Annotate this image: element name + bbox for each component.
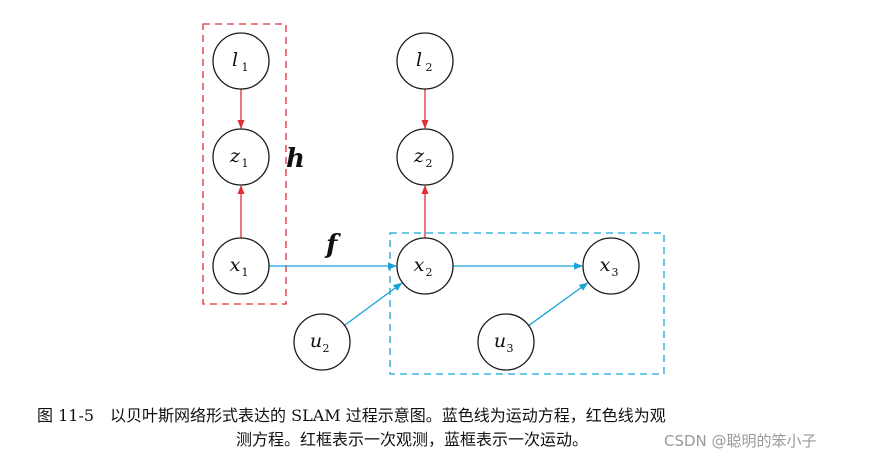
observation-frame-red [202,23,287,305]
node-circle-x2 [396,237,454,295]
observation-function-label: h [286,144,305,174]
node-label-z1: z [229,145,241,167]
node-subscript-u3: 3 [507,342,514,355]
node-subscript-x1: 1 [242,266,249,279]
node-circle-l1 [212,32,270,90]
node-subscript-l2: 2 [426,61,433,74]
node-subscript-l1: 1 [242,61,249,74]
node-circle-x1 [212,237,270,295]
node-subscript-z2: 2 [426,157,433,170]
node-label-u3: u [494,330,506,352]
node-label-l1: l [232,49,238,71]
node-label-u2: u [310,330,322,352]
edge-u2-to-x2 [344,282,403,326]
node-circle-z2 [396,128,454,186]
node-label-l2: l [416,49,422,71]
node-subscript-u2: 2 [323,342,330,355]
node-circle-u2 [293,313,351,371]
caption-line-1: 图 11-5 以贝叶斯网络形式表达的 SLAM 过程示意图。蓝色线为运动方程，红… [37,406,666,425]
node-label-x2: x [414,254,425,276]
node-circle-x3 [582,237,640,295]
node-subscript-x2: 2 [426,266,433,279]
node-label-z2: z [413,145,425,167]
watermark: CSDN @聪明的笨小子 [664,432,817,450]
node-circle-z1 [212,128,270,186]
node-subscript-x3: 3 [612,266,619,279]
edge-u3-to-x3 [528,282,589,327]
node-label-x1: x [230,254,241,276]
motion-function-label: f [324,230,341,260]
node-subscript-z1: 1 [242,157,249,170]
edges-group [237,89,589,327]
node-circle-u3 [477,313,535,371]
caption-line-2: 测方程。红框表示一次观测，蓝框表示一次运动。 [236,430,589,449]
motion-frame-blue [389,232,665,375]
node-circle-l2 [396,32,454,90]
node-label-x3: x [600,254,611,276]
